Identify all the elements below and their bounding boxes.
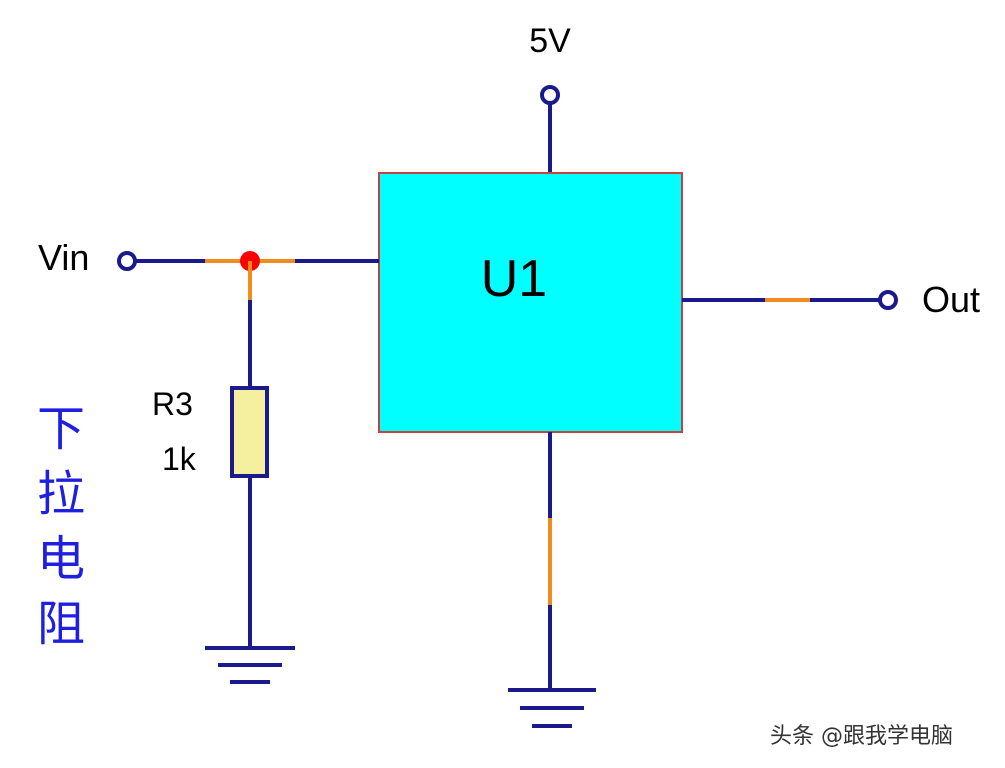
input-label: Vin [38,237,89,278]
caption-char-4: 阻 [37,596,85,652]
ground-symbol-left [205,646,295,684]
output-label: Out [922,279,980,320]
output-terminal [878,290,898,310]
resistor-r3 [230,386,269,478]
chip-u1 [378,172,683,433]
chip-label: U1 [481,250,547,308]
ground-symbol-right [508,688,596,728]
supply-label: 5V [529,22,571,60]
input-terminal [117,251,137,271]
supply-terminal [540,85,560,105]
caption-char-3: 电 [37,531,85,587]
vertical-caption: 下 拉 电 阻 [37,401,85,652]
resistor-value-label: 1k [162,441,197,477]
caption-char-2: 拉 [37,466,85,522]
resistor-ref-label: R3 [152,386,193,422]
caption-char-1: 下 [37,401,85,457]
watermark-text: 头条 @跟我学电脑 [770,724,953,749]
